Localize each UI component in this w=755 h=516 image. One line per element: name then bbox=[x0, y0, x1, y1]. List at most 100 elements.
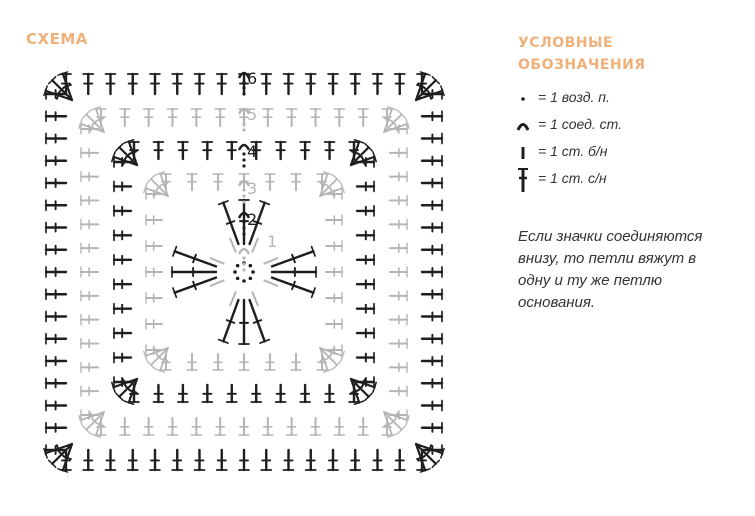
double-crochet-stitch bbox=[119, 417, 131, 436]
double-crochet-stitch bbox=[357, 417, 369, 436]
double-crochet-stitch bbox=[389, 313, 408, 326]
slip-stitch-arc bbox=[237, 247, 251, 255]
legend-label: = 1 ст. с/н bbox=[538, 170, 607, 186]
note-line: внизу, то петли вяжут в bbox=[518, 250, 697, 267]
double-crochet-stitch bbox=[389, 290, 408, 302]
double-crochet-stitch bbox=[80, 361, 99, 374]
double-crochet-stitch bbox=[270, 276, 316, 299]
double-crochet-stitch bbox=[80, 170, 99, 183]
double-crochet-stitch bbox=[420, 199, 444, 212]
stitch-layer bbox=[43, 71, 445, 473]
chain-stitch-dot bbox=[242, 200, 246, 204]
note-text: Если значки соединяются внизу, то петли … bbox=[518, 226, 750, 314]
double-crochet-stitch bbox=[290, 353, 302, 371]
double-crochet-stitch bbox=[355, 205, 376, 217]
chain-stitch-dot bbox=[242, 80, 246, 84]
double-crochet-stitch bbox=[193, 72, 206, 96]
double-crochet-stitch bbox=[355, 180, 376, 193]
double-crochet-stitch bbox=[389, 266, 408, 278]
double-crochet-stitch bbox=[112, 351, 133, 364]
double-crochet-stitch bbox=[262, 108, 274, 127]
chain-stitch-dot bbox=[251, 270, 255, 274]
double-crochet-stitch bbox=[80, 313, 99, 326]
double-crochet-stitch bbox=[270, 266, 318, 278]
double-crochet-stitch bbox=[355, 351, 376, 364]
double-crochet-stitch bbox=[290, 173, 302, 191]
double-crochet-stitch bbox=[212, 353, 224, 371]
double-crochet-stitch bbox=[171, 72, 184, 96]
chain-stitch-dot-icon bbox=[521, 97, 525, 101]
chain-stitch-dot bbox=[242, 86, 246, 90]
double-crochet-stitch bbox=[112, 253, 133, 266]
double-crochet-stitch bbox=[262, 417, 274, 436]
double-crochet-stitch bbox=[250, 383, 263, 404]
double-crochet-stitch bbox=[44, 243, 68, 256]
double-crochet-stitch bbox=[44, 288, 68, 301]
chain-stitch-dot bbox=[242, 279, 246, 283]
double-crochet-stitch bbox=[393, 72, 406, 96]
double-crochet-stitch bbox=[323, 383, 336, 404]
double-crochet-stitch bbox=[126, 448, 139, 472]
slip-stitch-arc bbox=[237, 107, 251, 115]
double-crochet-stitch bbox=[44, 399, 68, 412]
double-crochet-stitch bbox=[282, 72, 295, 96]
double-crochet-stitch bbox=[80, 290, 99, 302]
double-crochet-stitch bbox=[274, 383, 287, 404]
double-crochet-stitch bbox=[420, 110, 444, 123]
round-label-6: 6 bbox=[247, 69, 257, 88]
double-crochet-stitch bbox=[250, 140, 263, 161]
double-crochet-stitch bbox=[349, 448, 362, 472]
chain-stitch-dot bbox=[235, 263, 240, 268]
double-crochet-stitch bbox=[217, 200, 240, 246]
double-crochet-stitch bbox=[119, 108, 131, 127]
double-crochet-stitch bbox=[44, 132, 68, 145]
double-crochet-stitch bbox=[172, 245, 218, 268]
single-crochet-stitch bbox=[209, 257, 225, 265]
double-crochet-stitch bbox=[142, 417, 155, 436]
chain-stitch-dot bbox=[248, 276, 253, 281]
double-crochet-stitch bbox=[186, 173, 198, 191]
double-crochet-stitch bbox=[389, 361, 408, 374]
double-crochet-stitch bbox=[212, 173, 224, 191]
double-crochet-stitch bbox=[248, 298, 271, 344]
double-crochet-stitch bbox=[323, 140, 336, 161]
double-crochet-stitch bbox=[186, 353, 198, 371]
chain-stitch-dot bbox=[242, 152, 246, 156]
double-crochet-stitch bbox=[260, 72, 273, 96]
slip-stitch-arc bbox=[237, 211, 251, 219]
double-crochet-stitch bbox=[44, 355, 68, 367]
chain-stitch-dot bbox=[242, 188, 246, 192]
double-crochet-stitch bbox=[171, 448, 184, 472]
single-crochet-stitch bbox=[263, 279, 279, 287]
double-crochet-stitch bbox=[201, 140, 214, 161]
double-crochet-stitch bbox=[248, 200, 271, 246]
double-crochet-stitch bbox=[166, 108, 179, 127]
double-crochet-stitch bbox=[238, 298, 250, 346]
double-crochet-stitch bbox=[420, 399, 444, 412]
double-crochet-stitch bbox=[264, 173, 276, 191]
double-crochet-stitch bbox=[355, 327, 376, 339]
double-crochet-stitch bbox=[126, 72, 139, 96]
double-crochet-stitch bbox=[325, 266, 343, 278]
note-line: основания. bbox=[518, 294, 596, 311]
double-crochet-stitch bbox=[44, 377, 68, 390]
chain-stitch-dot bbox=[242, 226, 246, 230]
chain-stitch-dot bbox=[242, 122, 246, 126]
chain-stitch-dot bbox=[242, 262, 246, 266]
double-crochet-stitch bbox=[304, 448, 317, 472]
double-crochet-stitch bbox=[327, 72, 339, 96]
double-crochet-stitch bbox=[238, 448, 250, 472]
double-crochet-stitch bbox=[355, 302, 376, 315]
double-crochet-stitch bbox=[44, 199, 68, 212]
double-crochet-stitch bbox=[215, 448, 228, 472]
double-crochet-stitch bbox=[371, 448, 384, 472]
double-crochet-stitch bbox=[325, 240, 343, 252]
crochet-granny-square-diagram: 1 2 3 4 5 6 bbox=[43, 69, 445, 473]
note-line: одну и ту же петлю bbox=[518, 272, 663, 289]
double-crochet-stitch bbox=[319, 182, 345, 197]
legend-item-single-crochet: = 1 ст. б/н bbox=[512, 140, 742, 167]
double-crochet-stitch bbox=[44, 421, 68, 434]
double-crochet-stitch bbox=[420, 177, 444, 189]
double-crochet-stitch bbox=[152, 383, 165, 404]
double-crochet-stitch bbox=[43, 442, 74, 459]
